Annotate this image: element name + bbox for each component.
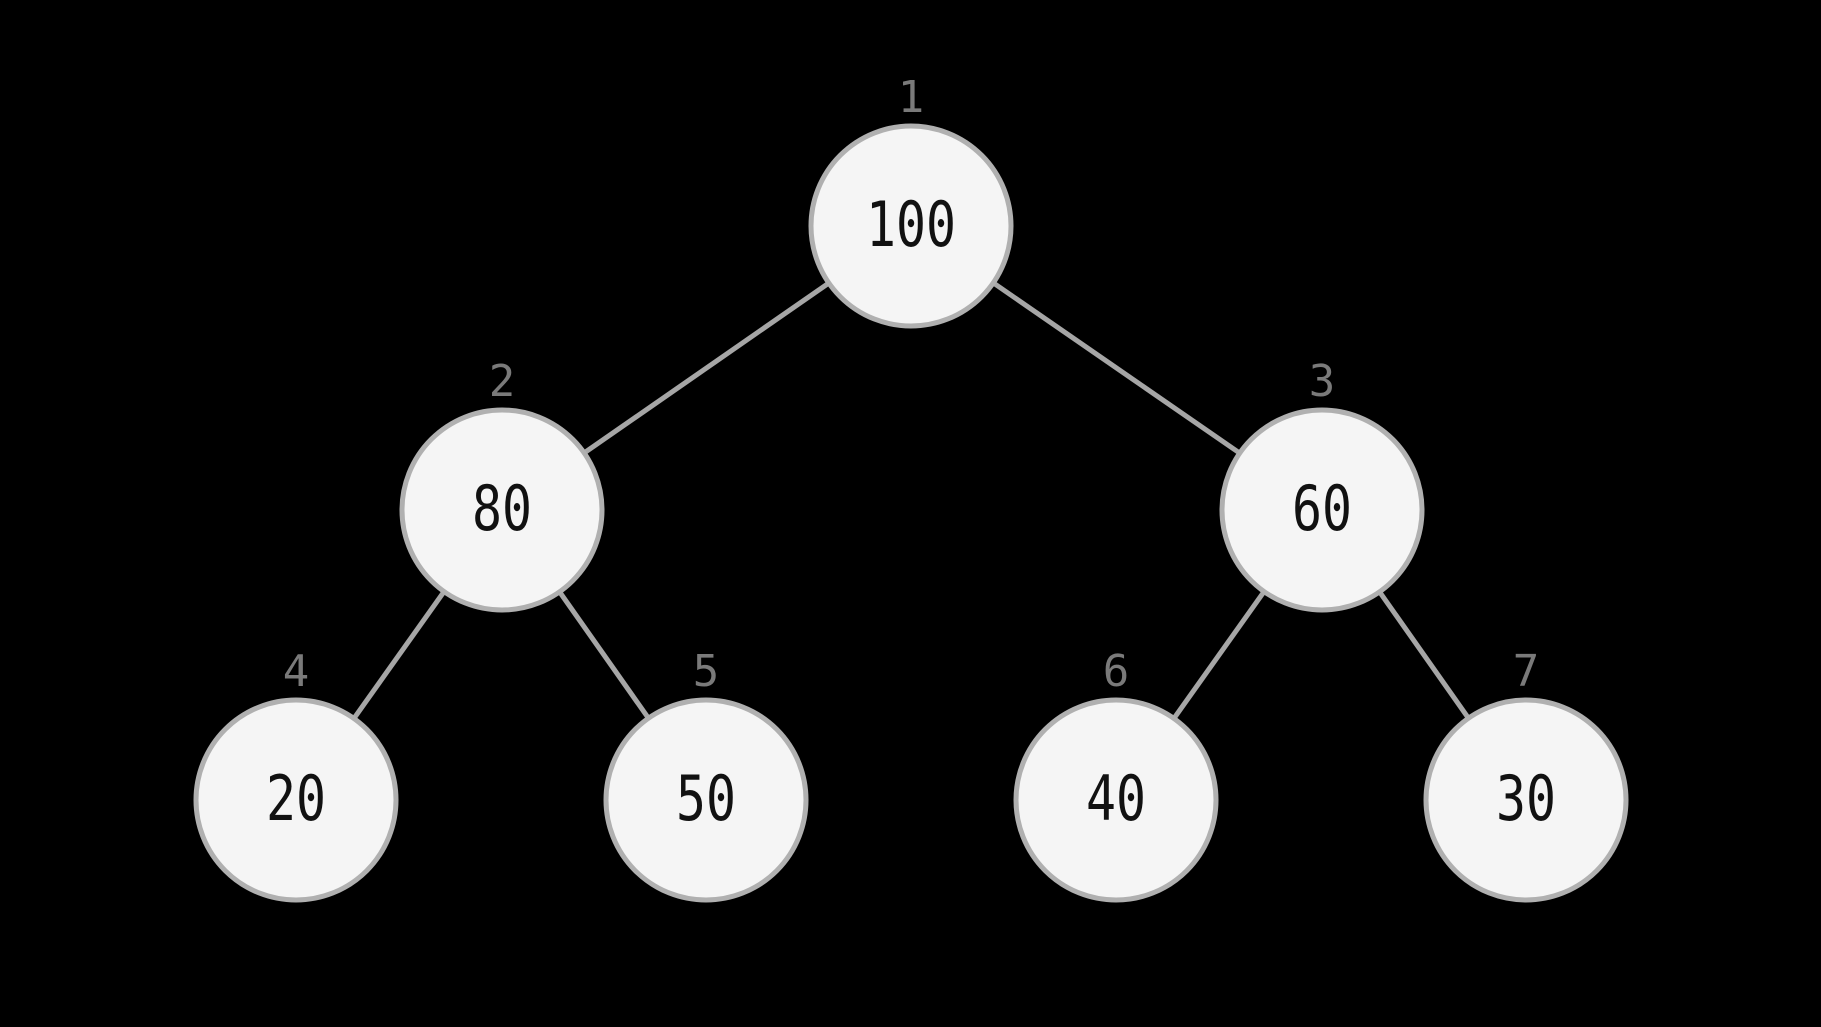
node-value: 50 bbox=[676, 762, 736, 835]
node-circle bbox=[603, 697, 809, 903]
node-value: 40 bbox=[1086, 762, 1146, 835]
node-index-label: 4 bbox=[283, 646, 310, 697]
node-circle bbox=[399, 407, 605, 613]
node-index-label: 1 bbox=[898, 72, 925, 123]
node-circle bbox=[1013, 697, 1219, 903]
node-index-label: 3 bbox=[1309, 356, 1336, 407]
tree-node-1: 1 100 bbox=[808, 72, 1014, 329]
node-circle bbox=[193, 697, 399, 903]
tree-node-4: 4 20 bbox=[193, 646, 399, 903]
tree-node-5: 5 50 bbox=[603, 646, 809, 903]
node-value: 80 bbox=[472, 472, 532, 545]
node-value: 60 bbox=[1292, 472, 1352, 545]
node-index-label: 2 bbox=[489, 356, 516, 407]
node-value: 20 bbox=[266, 762, 326, 835]
node-circle bbox=[1219, 407, 1425, 613]
node-index-label: 7 bbox=[1513, 646, 1540, 697]
tree-node-6: 6 40 bbox=[1013, 646, 1219, 903]
tree-node-3: 3 60 bbox=[1219, 356, 1425, 613]
node-index-label: 6 bbox=[1103, 646, 1130, 697]
tree-node-2: 2 80 bbox=[399, 356, 605, 613]
node-circle bbox=[808, 123, 1014, 329]
tree-node-7: 7 30 bbox=[1423, 646, 1629, 903]
node-circle bbox=[1423, 697, 1629, 903]
node-index-label: 5 bbox=[693, 646, 720, 697]
node-value: 30 bbox=[1496, 762, 1556, 835]
node-value: 100 bbox=[866, 188, 956, 261]
